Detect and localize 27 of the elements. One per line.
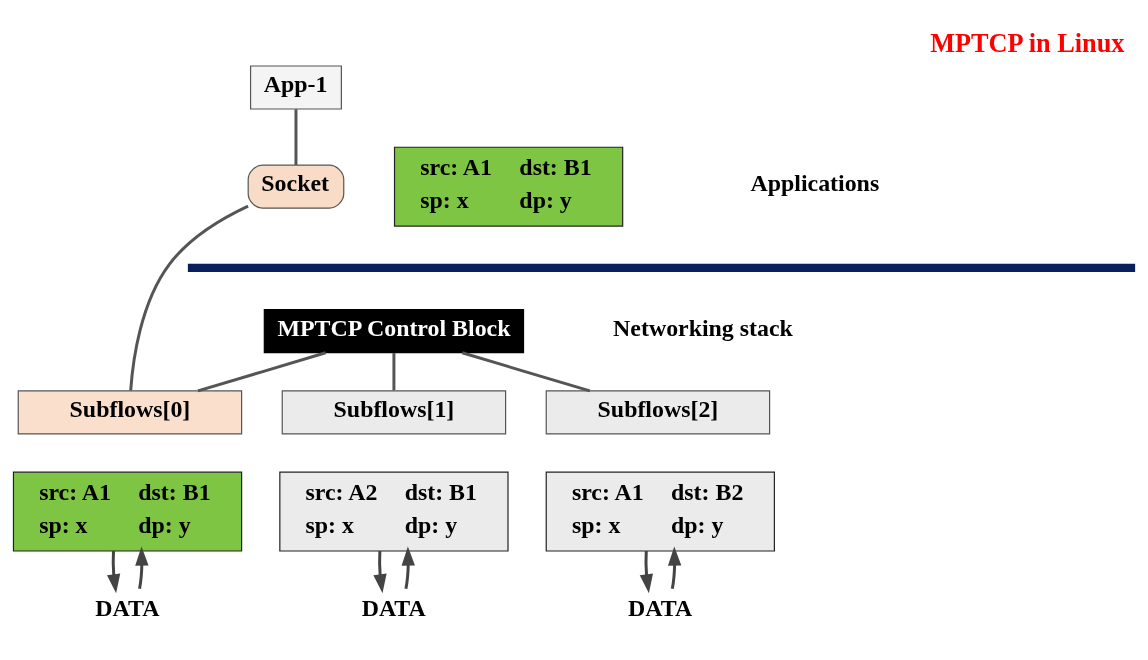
node-box: src: A1 dst: B1 sp: x dp: y <box>12 471 243 552</box>
node-box: Subflows[1] <box>281 390 507 435</box>
connector <box>129 204 249 391</box>
node-box: Subflows[2] <box>545 390 771 435</box>
connector <box>461 351 591 393</box>
arrow <box>667 546 682 590</box>
connector <box>197 351 327 393</box>
node-box: App-1 <box>249 65 342 110</box>
node-box: src: A1 dst: B2 sp: x dp: y <box>545 471 775 552</box>
node-box: src: A2 dst: B1 sp: x dp: y <box>279 471 509 552</box>
diagram-title: MPTCP in Linux <box>930 29 1125 59</box>
label: Networking stack <box>613 314 793 341</box>
node-text: DATA <box>95 594 160 621</box>
node-box: Subflows[0] <box>17 390 243 435</box>
connector <box>294 109 298 165</box>
arrow <box>373 550 387 594</box>
arrow <box>135 546 149 590</box>
node-box: src: A1 dst: B1 sp: x dp: y <box>393 146 624 227</box>
arrow <box>639 550 654 594</box>
node-text: DATA <box>361 594 426 621</box>
arrow <box>106 550 121 594</box>
node-box: MPTCP Control Block <box>263 309 525 354</box>
label: Applications <box>750 170 880 197</box>
connector <box>392 353 396 391</box>
node-text: DATA <box>628 594 693 621</box>
arrow <box>401 546 415 590</box>
node-box: Socket <box>247 164 345 209</box>
